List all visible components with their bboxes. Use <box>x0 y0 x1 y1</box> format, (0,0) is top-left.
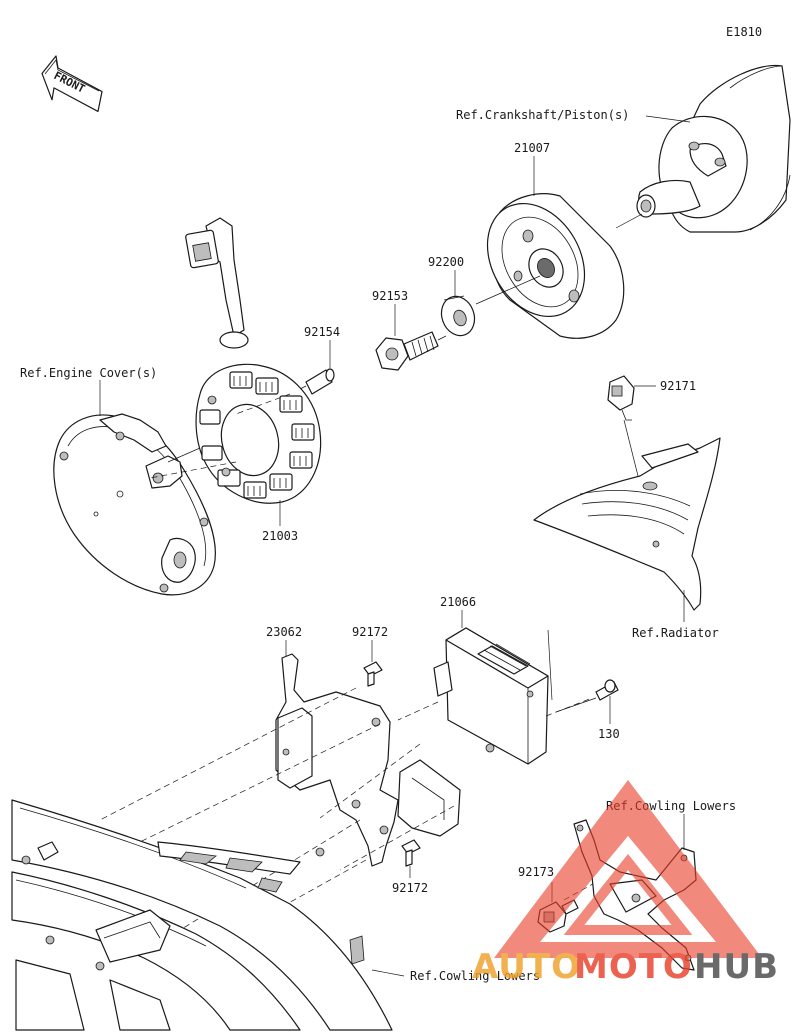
watermark-auto: AUTO <box>472 947 581 987</box>
part-bolt-bottom-label: 92172 <box>392 881 428 895</box>
ref-radiator-label: Ref.Radiator <box>632 626 719 640</box>
part-bracket-label: 23062 <box>266 625 302 639</box>
washer-drawing <box>440 295 476 337</box>
rotor-bolt-drawing <box>375 331 439 371</box>
ref-crankshaft-label: Ref.Crankshaft/Piston(s) <box>456 108 629 122</box>
part-bolt-top-label: 92172 <box>352 625 388 639</box>
radiator-drawing <box>533 437 721 611</box>
ref-cowling-lower-label: Ref.Cowling Lowers <box>410 969 540 983</box>
rotor-drawing <box>486 193 625 339</box>
watermark-moto: MOTO <box>574 947 693 987</box>
watermark-hub: HUB <box>694 947 779 987</box>
part-sensor-label: 92171 <box>660 379 696 393</box>
bracket-bolt-top-drawing <box>363 661 383 687</box>
part-regulator-label: 21066 <box>440 595 476 609</box>
ref-engine-cover-label: Ref.Engine Cover(s) <box>20 366 157 380</box>
sensor-drawing <box>607 375 635 421</box>
diagram-code: E1810 <box>726 25 762 39</box>
part-stator-label: 21003 <box>262 529 298 543</box>
stator-bolt-drawing <box>305 368 335 395</box>
watermark-triangle-icon <box>494 780 762 958</box>
frame-drawing <box>11 799 393 1031</box>
automotohub-watermark: AUTO MOTO HUB <box>472 780 779 987</box>
part-washer-label: 92200 <box>428 255 464 269</box>
front-arrow-icon: FRONT <box>41 55 103 113</box>
part-bolt-reg-label: 130 <box>598 727 620 741</box>
engine-cover-drawing <box>53 413 216 596</box>
stator-drawing <box>185 217 322 504</box>
part-relay-label: 92173 <box>518 865 554 879</box>
regulator-bolt-drawing <box>595 679 619 701</box>
bracket-bolt-bottom-drawing <box>401 839 421 867</box>
part-rotor-label: 21007 <box>514 141 550 155</box>
regulator-drawing <box>433 627 549 765</box>
part-bolt-stator-label: 92154 <box>304 325 340 339</box>
part-bolt-rotor-label: 92153 <box>372 289 408 303</box>
bracket-drawing <box>275 653 461 867</box>
crankshaft-drawing <box>615 64 791 233</box>
